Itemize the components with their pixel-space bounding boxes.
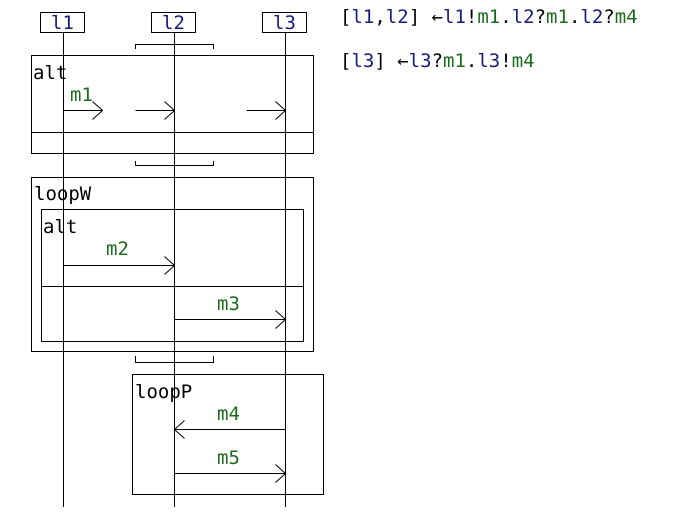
formula-token-lifeline: l3	[351, 50, 375, 72]
formula-token-punct: ?	[603, 6, 615, 28]
formula-line-1: [l1,l2] ←l1!m1.l2?m1.l2?m4	[340, 8, 638, 27]
formula-token-message: m1	[443, 50, 466, 72]
formula-token-lifeline: l2	[385, 6, 409, 28]
formula-token-message: m4	[614, 6, 638, 28]
m1-reception-l2-arrowhead	[164, 101, 176, 120]
formula-token-punct: [	[340, 50, 352, 72]
alt-top-label: alt	[33, 62, 67, 84]
formula-token-punct: !	[500, 50, 512, 72]
m2-arrowhead	[164, 256, 176, 275]
alt-inner-label: alt	[43, 216, 77, 238]
lifeline-l2-label: l2	[162, 12, 185, 34]
formula-token-punct: .	[500, 6, 512, 28]
loopP-frame	[132, 374, 324, 495]
m3-label: m3	[217, 293, 240, 315]
formula-token-punct: [	[340, 6, 352, 28]
lifeline-l1-label: l1	[51, 12, 74, 34]
loopW-label: loopW	[34, 183, 92, 205]
m1-label: m1	[70, 84, 93, 106]
m3-arrowhead	[275, 310, 287, 329]
lifeline-l3-header	[262, 12, 307, 33]
formula-token-message: m1	[477, 6, 501, 28]
m4-arrowhead	[173, 420, 185, 439]
m1-emission-arrowhead	[92, 101, 104, 120]
formula-token-punct: ] ←	[408, 6, 444, 28]
formula-token-lifeline: l3	[477, 50, 501, 72]
alt-top-frame	[31, 55, 314, 154]
formula-token-punct: ?	[431, 50, 444, 72]
m5-arrowhead	[275, 464, 287, 483]
formula-token-lifeline: l3	[408, 50, 432, 72]
alt-inner-frame	[41, 209, 304, 342]
m1-reception-l3-arrowhead	[275, 101, 287, 120]
lifeline-l2-header	[151, 12, 196, 33]
formula-token-lifeline: l1	[351, 6, 375, 28]
m5-label: m5	[217, 447, 240, 469]
formula-token-punct: .	[465, 50, 478, 72]
formula-token-message: m4	[511, 50, 535, 72]
formula-token-lifeline: l2	[580, 6, 604, 28]
formula-token-lifeline: l2	[511, 6, 535, 28]
formula-token-punct: ,	[374, 6, 386, 28]
formula-token-message: m1	[546, 6, 569, 28]
formula-token-punct: !	[465, 6, 478, 28]
formula-token-lifeline: l1	[443, 6, 466, 28]
lifeline-l1-header	[40, 12, 85, 33]
formula-token-punct: ] ←	[374, 50, 409, 72]
formula-token-punct: .	[568, 6, 581, 28]
formula-token-punct: ?	[534, 6, 547, 28]
m2-label: m2	[106, 238, 129, 260]
loopP-label: loopP	[135, 381, 192, 403]
loopW-frame	[31, 177, 314, 352]
formula-line-2: [l3] ←l3?m1.l3!m4	[340, 52, 535, 71]
m4-label: m4	[217, 403, 240, 425]
lifeline-l3-label: l3	[273, 12, 296, 34]
